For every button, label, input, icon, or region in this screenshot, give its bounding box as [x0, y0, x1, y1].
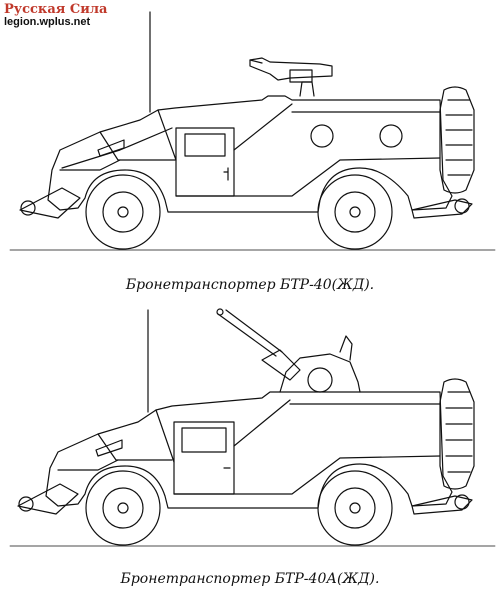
aa-mount-shield — [279, 353, 361, 393]
front-upper-plate — [99, 131, 176, 161]
front-upper-plate — [97, 433, 173, 461]
hull-side-line — [157, 103, 293, 161]
aa-gunner-seat — [339, 335, 353, 361]
tire-tread — [445, 391, 473, 473]
rear-wheel-rim — [334, 487, 376, 529]
front-rail-arm — [19, 187, 81, 219]
rear-tire — [439, 86, 475, 194]
front-rail-roller — [18, 496, 34, 512]
rear-rail-arm — [411, 199, 473, 219]
rear-rail-arm — [411, 495, 473, 515]
machine-gun — [249, 57, 333, 81]
rear-rail-roller — [454, 198, 470, 214]
aa-muzzle — [216, 308, 224, 316]
watermark-title: Русская Сила — [4, 2, 108, 17]
ammo-box — [289, 69, 313, 83]
rear-wheel-hub — [349, 502, 361, 514]
pintle-mount — [299, 81, 315, 97]
rear-rail-roller — [454, 494, 470, 510]
driver-visor — [97, 139, 125, 157]
watermark-url: legion.wplus.net — [4, 15, 91, 28]
front-wheel-hub — [117, 206, 129, 218]
caption-btr40a-zhd: Бронетранспортер БТР-40А(ЖД). — [120, 571, 380, 587]
btr40a-zhd-drawing — [9, 308, 496, 547]
driver-visor — [95, 439, 123, 457]
rear-tire — [439, 378, 475, 490]
side-door — [173, 421, 235, 495]
aa-barrel — [217, 313, 277, 357]
gun-barrel — [249, 59, 263, 64]
hull-body — [45, 391, 453, 509]
front-plate-line — [61, 127, 173, 169]
door-hatch — [181, 427, 227, 453]
aa-cradle — [261, 349, 301, 381]
firing-port — [379, 124, 403, 148]
btr40-zhd-drawing — [9, 11, 496, 251]
rear-wheel — [317, 470, 393, 546]
aa-ring — [307, 367, 333, 393]
tire-tread — [445, 99, 473, 176]
front-wheel-hub — [117, 502, 129, 514]
front-armor-line — [57, 459, 119, 471]
hull-side-line — [155, 399, 291, 463]
firing-port — [310, 124, 334, 148]
door-hatch — [184, 133, 226, 157]
rear-wheel — [317, 174, 393, 250]
site-watermark: Русская Сила legion.wplus.net — [4, 3, 107, 28]
front-armor-line — [59, 159, 121, 171]
front-wheel-rim — [102, 487, 144, 529]
caption-btr40-zhd: Бронетранспортер БТР-40(ЖД). — [125, 277, 375, 293]
front-wheel — [85, 174, 161, 250]
aa-barrel — [225, 309, 283, 353]
hull-belt-line — [173, 455, 441, 495]
hull-body — [47, 95, 453, 213]
hull-belt-line — [175, 157, 441, 197]
front-wheel-rim — [102, 191, 144, 233]
front-wheel — [85, 470, 161, 546]
rear-wheel-rim — [334, 191, 376, 233]
rear-wheel-hub — [349, 206, 361, 218]
front-rail-arm — [17, 483, 79, 515]
front-rail-roller — [20, 200, 36, 216]
